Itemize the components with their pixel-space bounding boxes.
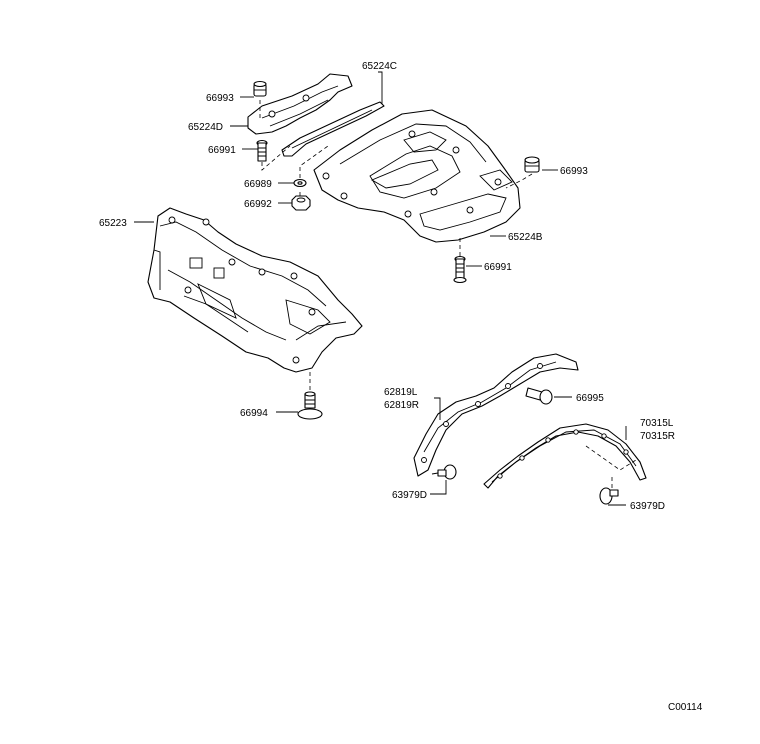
nut-66992 — [291, 195, 311, 211]
shield-65224D — [247, 73, 353, 135]
bolt-66995 — [525, 387, 553, 405]
washer-66989 — [293, 178, 307, 188]
label-65224C: 65224C — [362, 61, 397, 72]
bolt-66991-right — [453, 255, 467, 284]
clip-63979D-left — [431, 464, 457, 480]
clip-66993-right — [524, 156, 540, 173]
label-65224D: 65224D — [188, 122, 223, 133]
bolt-66991-top — [256, 139, 268, 162]
label-66991-top: 66991 — [208, 145, 236, 156]
clip-63979D-right — [599, 487, 619, 505]
label-65224B: 65224B — [508, 232, 543, 243]
shield-65224B — [313, 109, 521, 243]
label-62819L: 62819L — [384, 387, 418, 398]
bracket-62819 — [413, 353, 579, 477]
strip-65224C — [281, 101, 385, 157]
strip-70315 — [483, 423, 647, 489]
shield-65223 — [147, 207, 363, 373]
leader-lines — [134, 71, 627, 506]
assembly-lines — [259, 100, 637, 488]
label-66994: 66994 — [240, 408, 268, 419]
label-63979D-right: 63979D — [630, 501, 665, 512]
label-66993-right: 66993 — [560, 166, 588, 177]
clip-66993-top — [253, 80, 267, 97]
label-65223: 65223 — [99, 218, 127, 229]
label-70315R: 70315R — [640, 431, 675, 442]
label-66993-top: 66993 — [206, 93, 234, 104]
label-63979D-left: 63979D — [392, 490, 427, 501]
label-70315L: 70315L — [640, 418, 674, 429]
label-66991-right: 66991 — [484, 262, 512, 273]
label-62819R: 62819R — [384, 400, 419, 411]
label-66989: 66989 — [244, 179, 272, 190]
label-66992: 66992 — [244, 199, 272, 210]
diagram-code: C00114 — [668, 702, 703, 713]
clip-66994 — [297, 391, 323, 420]
label-66995: 66995 — [576, 393, 604, 404]
